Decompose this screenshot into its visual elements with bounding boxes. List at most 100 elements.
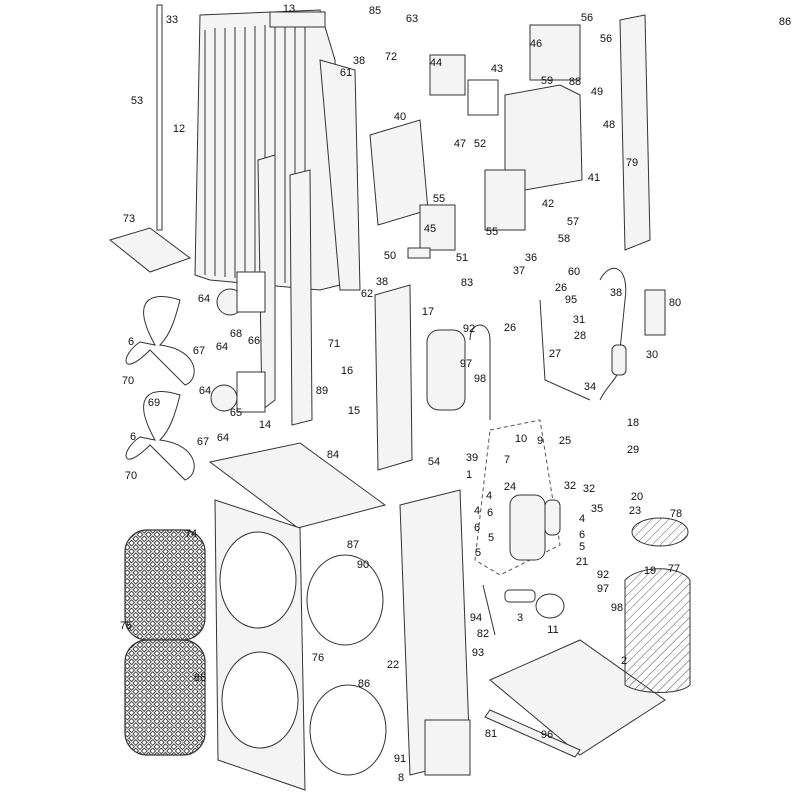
coil-fins: [204, 22, 306, 285]
part-number-label: 75: [120, 620, 132, 632]
top-cover-84: [208, 442, 387, 529]
part-number-label: 29: [627, 444, 639, 456]
part-number-label: 48: [603, 119, 615, 131]
part-number-label: 94: [470, 612, 482, 624]
part-number-label: 67: [193, 345, 205, 357]
part-number-label: 36: [525, 252, 537, 264]
part-number-label: 6: [130, 431, 136, 443]
part-number-label: 32: [583, 483, 595, 495]
valve-30: [611, 344, 627, 376]
fan-blade-lower: [125, 391, 195, 481]
part-number-label: 38: [610, 287, 622, 299]
part-number-label: 17: [422, 306, 434, 318]
part-number-label: 38: [376, 276, 388, 288]
part-number-label: 64: [198, 293, 210, 305]
part-number-label: 4: [486, 490, 492, 502]
panel-opening-upper: [219, 531, 297, 629]
part-number-label: 19: [644, 565, 656, 577]
part-number-label: 1: [466, 469, 472, 481]
bracket-81: [424, 719, 471, 776]
part-number-label: 83: [461, 277, 473, 289]
part-number-label: 62: [361, 288, 373, 300]
part-number-label: 68: [230, 328, 242, 340]
tray-73: [108, 227, 192, 273]
part-number-label: 72: [385, 51, 397, 63]
accumulator-17: [426, 329, 466, 411]
part-number-label: 49: [591, 86, 603, 98]
bracket-13: [269, 11, 326, 28]
part-number-label: 38: [353, 55, 365, 67]
part-number-label: 82: [477, 628, 489, 640]
fan-grill-lower: [124, 639, 206, 756]
part-number-label: 54: [428, 456, 440, 468]
motor-bracket-14: [289, 169, 313, 426]
part-number-label: 6: [579, 529, 585, 541]
part-number-label: 26: [555, 282, 567, 294]
part-number-label: 15: [348, 405, 360, 417]
part-number-label: 56: [581, 12, 593, 24]
part-number-label: 92: [463, 323, 475, 335]
part-number-label: 90: [357, 559, 369, 571]
part-number-label: 73: [123, 213, 135, 225]
part-number-label: 64: [199, 385, 211, 397]
part-number-label: 86: [194, 672, 206, 684]
part-number-label: 55: [486, 226, 498, 238]
part-number-label: 6: [487, 507, 493, 519]
rail-96: [484, 709, 581, 758]
part-number-label: 33: [166, 14, 178, 26]
part-number-label: 97: [597, 583, 609, 595]
part-number-label: 66: [248, 335, 260, 347]
base-tray-2: [489, 639, 666, 756]
part-number-label: 64: [217, 432, 229, 444]
part-number-label: 93: [472, 647, 484, 659]
side-panel-79: [619, 14, 651, 251]
part-number-label: 31: [573, 314, 585, 326]
part-number-label: 67: [197, 436, 209, 448]
part-number-label: 6: [128, 336, 134, 348]
part-number-label: 50: [384, 250, 396, 262]
part-number-label: 61: [340, 67, 352, 79]
part-number-label: 6: [474, 522, 480, 534]
part-number-label: 80: [669, 297, 681, 309]
part-number-label: 96: [541, 729, 553, 741]
part-number-label: 30: [646, 349, 658, 361]
panel-opening-lower: [221, 651, 299, 749]
part-number-label: 37: [513, 265, 525, 277]
part-number-label: 86: [358, 678, 370, 690]
part-number-label: 71: [328, 338, 340, 350]
part-number-label: 65: [230, 407, 242, 419]
part-number-label: 51: [456, 252, 468, 264]
rod-94: [482, 584, 496, 636]
part-number-label: 8: [398, 772, 404, 784]
part-number-label: 64: [216, 341, 228, 353]
part-number-label: 7: [504, 454, 510, 466]
part-number-label: 47: [454, 138, 466, 150]
part-number-label: 26: [504, 322, 516, 334]
part-number-label: 23: [629, 505, 641, 517]
compressor-1: [509, 494, 546, 561]
terminal-50: [407, 247, 431, 259]
part-number-label: 79: [626, 157, 638, 169]
rod-53: [156, 4, 163, 231]
fan-grill-upper: [124, 529, 206, 641]
part-number-label: 43: [491, 63, 503, 75]
motor-bracket-66: [257, 154, 276, 412]
part-number-label: 92: [597, 569, 609, 581]
part-number-label: 10: [515, 433, 527, 445]
part-number-label: 18: [627, 417, 639, 429]
part-number-label: 3: [517, 612, 523, 624]
part-number-label: 27: [549, 348, 561, 360]
part-number-label: 20: [631, 491, 643, 503]
insulation-jacket-77: [624, 568, 691, 693]
part-number-label: 98: [474, 373, 486, 385]
board-43: [467, 79, 499, 116]
part-number-label: 63: [406, 13, 418, 25]
compressor-accumulator: [544, 499, 561, 536]
part-number-label: 97: [460, 358, 472, 370]
part-number-label: 81: [485, 728, 497, 740]
part-number-label: 57: [567, 216, 579, 228]
part-number-label: 5: [475, 547, 481, 559]
part-number-label: 2: [621, 655, 627, 667]
